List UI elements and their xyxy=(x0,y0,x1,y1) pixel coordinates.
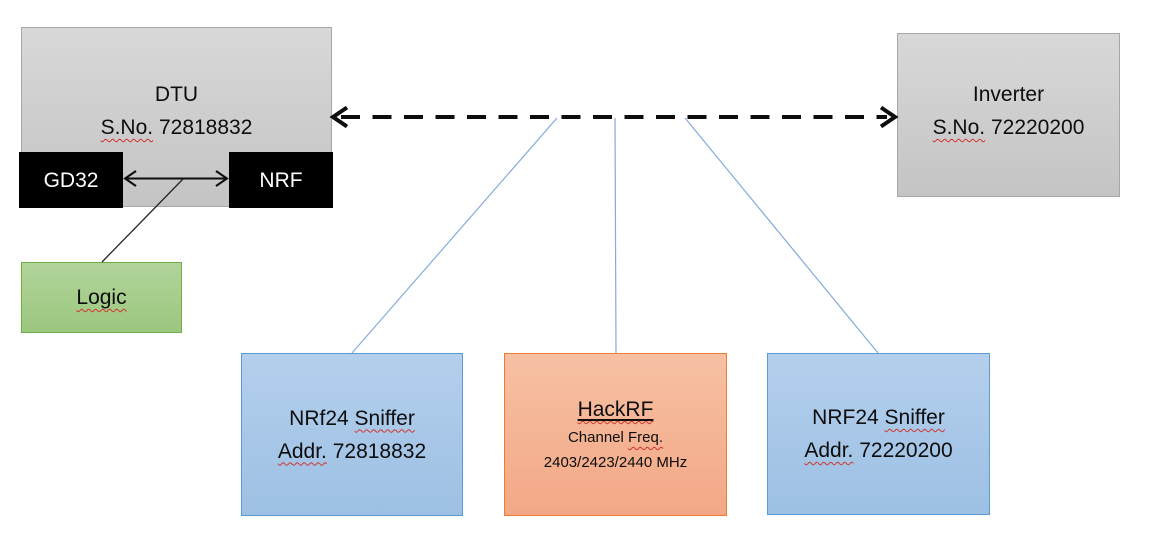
dtu-serial-label: S.No. xyxy=(100,116,154,139)
sniffer-left-name-head: NRf24 xyxy=(289,406,355,430)
sniffer-right-name-head: NRF24 xyxy=(812,406,885,429)
sniffer-left-connector-line xyxy=(351,117,558,354)
nrf-label: NRF xyxy=(259,168,303,192)
nrf24-sniffer-left-box: NRf24 Sniffer Addr. 72818832 xyxy=(241,353,463,516)
inverter-serial-label: S.No. xyxy=(932,116,986,139)
dtu-serial-value: 72818832 xyxy=(153,116,253,139)
inverter-serial: S.No. 72220200 xyxy=(933,111,1085,144)
gd32-chip: GD32 xyxy=(19,152,123,208)
hackrf-connector-line xyxy=(614,117,617,354)
sniffer-right-addr-label: Addr. xyxy=(804,439,854,462)
sniffer-right-addr-value: 72220200 xyxy=(853,439,953,462)
sniffer-right-connector-line xyxy=(684,117,879,354)
arrowhead-left-icon xyxy=(329,105,349,129)
dtu-serial: S.No. 72818832 xyxy=(101,111,253,144)
hackrf-freq-head: Channel xyxy=(567,429,629,446)
logic-box: Logic xyxy=(21,262,182,333)
inverter-box: Inverter S.No. 72220200 xyxy=(897,33,1120,197)
nrf-chip: NRF xyxy=(229,152,333,208)
nrf24-sniffer-right-box: NRF24 Sniffer Addr. 72220200 xyxy=(767,353,990,515)
sniffer-right-name: NRF24 Sniffer xyxy=(812,401,945,434)
logic-label: Logic xyxy=(76,286,127,309)
hackrf-box: HackRF Channel Freq. 2403/2423/2440 MHz xyxy=(504,353,727,516)
arrowhead-right-icon xyxy=(879,105,899,129)
hackrf-freq-tail: Freq. xyxy=(628,429,664,446)
sniffer-right-name-tail: Sniffer xyxy=(884,406,945,429)
sniffer-left-addr: Addr. 72818832 xyxy=(278,435,426,468)
sniffer-left-name-tail: Sniffer xyxy=(354,406,415,430)
sniffer-left-name: NRf24 Sniffer xyxy=(289,402,415,435)
inverter-title: Inverter xyxy=(972,83,1045,106)
gd32-label: GD32 xyxy=(43,168,99,192)
sniffer-right-addr: Addr. 72220200 xyxy=(804,434,952,467)
sniffer-left-addr-value: 72818832 xyxy=(326,439,427,463)
hackrf-freq-label: Channel Freq. xyxy=(568,425,663,450)
inverter-serial-value: 72220200 xyxy=(985,116,1085,139)
sniffer-left-addr-label: Addr. xyxy=(277,439,327,463)
hackrf-channels: 2403/2423/2440 MHz xyxy=(543,454,688,471)
hackrf-title-text: HackRF xyxy=(577,398,654,421)
hackrf-title: HackRF xyxy=(578,394,654,425)
dtu-title: DTU xyxy=(154,83,199,106)
